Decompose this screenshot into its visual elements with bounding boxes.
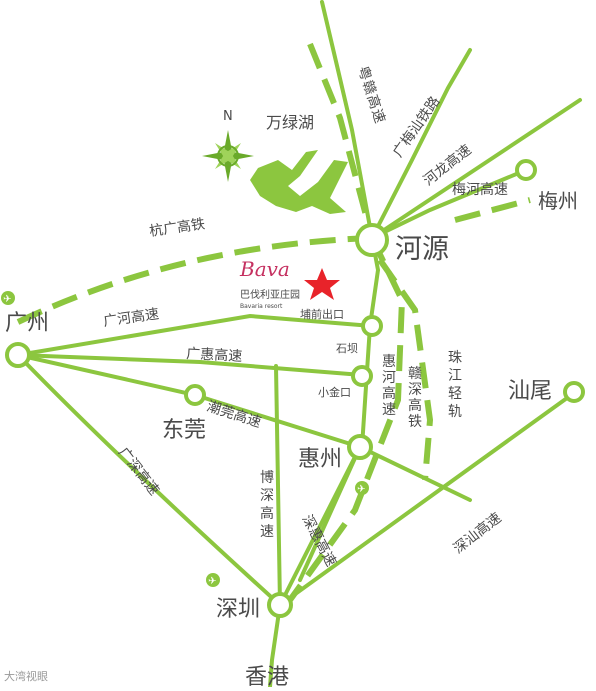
svg-text:✈: ✈: [357, 484, 365, 495]
node-xiaojinkou: [351, 365, 373, 387]
label-guanghe: 广河高速: [102, 305, 160, 330]
place-xiaojinkou: 小金口: [318, 385, 351, 399]
rail-north: [307, 42, 375, 239]
railway-lines: [16, 42, 531, 602]
svg-text:深: 深: [260, 488, 274, 504]
place-shiba: 石坝: [336, 341, 358, 355]
city-dongguan: 东莞: [162, 418, 206, 443]
city-meizhou: 梅州: [538, 189, 578, 213]
node-guangzhou: [5, 342, 31, 368]
node-meizhou: [515, 159, 537, 181]
svg-text:珠: 珠: [448, 350, 462, 366]
compass-icon: [202, 130, 254, 182]
svg-text:高: 高: [382, 385, 396, 402]
label-zhujiang: 珠 江 轻 轨: [448, 350, 462, 420]
city-huizhou: 惠州: [298, 447, 342, 472]
road-guangshen: [16, 353, 282, 607]
road-shenshan: [278, 391, 576, 607]
svg-text:轨: 轨: [448, 404, 462, 420]
node-shenzhen: [267, 592, 293, 618]
airport-icon-huizhou: ✈: [355, 481, 369, 495]
wanlu-lake: [250, 150, 348, 214]
road-guanghe: [16, 313, 374, 357]
road-boshen: [274, 364, 282, 607]
rail-hangguang: [16, 235, 373, 325]
road-guangmeishan: [370, 48, 472, 240]
label-yuegan: 粤 赣 高 速: [354, 64, 388, 125]
nodes: [5, 159, 585, 618]
svg-text:✈: ✈: [3, 294, 11, 305]
label-chaoguan: 潮莞高速: [205, 398, 264, 431]
airport-icon-guangzhou: ✈: [1, 291, 15, 305]
svg-text:速: 速: [260, 524, 274, 540]
svg-text:赣: 赣: [408, 366, 422, 382]
resort-star-icon: [304, 268, 340, 300]
road-guanghui: [16, 353, 364, 377]
resort-exit-label: 埔前出口: [300, 307, 344, 321]
label-huihe: 惠 河 高 速: [382, 354, 396, 418]
label-ganshen: 赣 深 高 铁: [408, 366, 422, 430]
node-shanwei: [563, 381, 585, 403]
label-hangguang: 杭广高铁: [148, 215, 206, 240]
node-dongguan: [184, 384, 206, 406]
svg-text:高: 高: [260, 505, 274, 522]
svg-text:✈: ✈: [208, 576, 216, 587]
road-yuegan: [320, 0, 374, 240]
rail-ganshen: [287, 236, 406, 602]
resort-name: 巴伐利亚庄园: [240, 288, 300, 301]
svg-text:深: 深: [408, 382, 422, 398]
node-heyuan: [355, 223, 389, 257]
svg-text:高: 高: [363, 93, 383, 112]
city-heyuan: 河源: [395, 234, 449, 265]
svg-text:速: 速: [382, 402, 396, 418]
city-shenzhen: 深圳: [216, 597, 260, 622]
road-meihe: [370, 168, 528, 240]
road-huihe: [360, 236, 381, 449]
svg-text:铁: 铁: [408, 414, 422, 430]
resort-logo: Bava: [239, 257, 290, 281]
resort-tagline: Bavaria resort: [240, 303, 283, 310]
compass-north-label: N: [223, 109, 233, 124]
lake-label: 万绿湖: [266, 113, 314, 132]
road-helong: [370, 98, 582, 240]
svg-text:河: 河: [382, 370, 396, 386]
city-guangzhou: 广州: [5, 311, 49, 336]
svg-text:赣: 赣: [359, 79, 379, 97]
svg-text:高: 高: [408, 397, 422, 414]
node-huizhou: [347, 434, 373, 460]
label-meihe: 梅河高速: [452, 181, 508, 198]
city-xianggang: 香港: [245, 665, 289, 687]
node-shiba: [361, 315, 383, 337]
svg-text:速: 速: [368, 107, 388, 125]
svg-text:粤: 粤: [354, 64, 374, 82]
label-guanghui: 广惠高速: [186, 345, 243, 365]
svg-text:博: 博: [260, 469, 274, 486]
label-boshen: 博 深 高 速: [260, 469, 274, 540]
road-huizhou-link: [358, 445, 472, 502]
city-shanwei: 汕尾: [508, 379, 552, 404]
road-hk: [268, 603, 282, 689]
label-guangshen: 广深高速: [115, 444, 163, 499]
svg-text:惠: 惠: [382, 354, 396, 370]
rail-meizhou: [454, 197, 531, 223]
road-huizhou-south: [298, 445, 362, 582]
svg-text:江: 江: [448, 368, 462, 384]
svg-text:轻: 轻: [448, 386, 462, 402]
airport-icon-shenzhen: ✈: [206, 573, 220, 587]
label-shenshan: 深汕高速: [450, 509, 505, 557]
watermark: 大湾视眼: [4, 669, 48, 683]
rail-zhujiang: [377, 258, 434, 481]
